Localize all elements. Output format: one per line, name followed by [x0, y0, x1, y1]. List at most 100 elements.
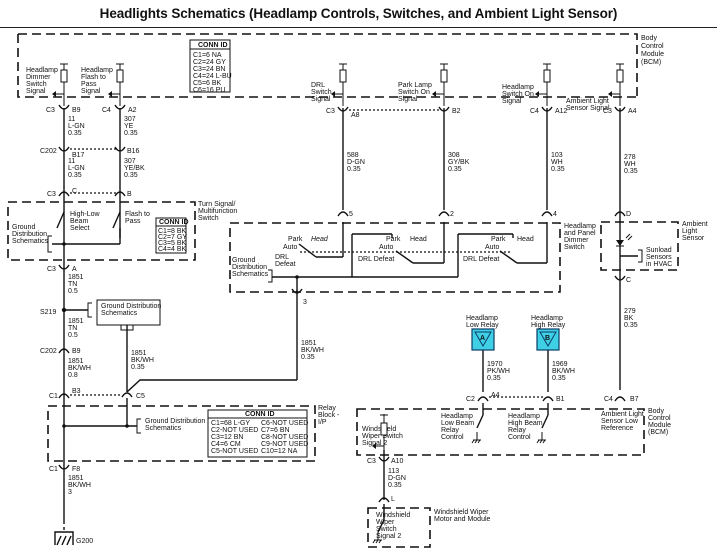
diagram-label: Sunload — [646, 247, 672, 254]
diagram-label: C3 — [47, 191, 56, 198]
connector-pin — [337, 211, 349, 217]
diagram-label: Beam — [70, 218, 88, 225]
diagram-label: Schematics — [101, 310, 138, 317]
diagram-label: C2 — [466, 396, 475, 403]
diagram-label: C5=6 BK — [193, 80, 222, 87]
connector-pin — [58, 191, 70, 197]
diagram-label: 11 — [68, 116, 75, 123]
diagram-label: Motor and Module — [434, 516, 491, 523]
diagram-label: C2=24 GY — [193, 59, 226, 66]
diagram-label: Signal — [26, 88, 46, 95]
diagram-label: C1 — [49, 466, 58, 473]
diagram-label: C4=6 CM — [211, 441, 241, 448]
diagram-label: 308 — [448, 152, 460, 159]
diagram-label: Windshield — [376, 512, 410, 519]
diagram-label: 113 — [388, 468, 399, 475]
diagram-label: B1 — [556, 396, 565, 403]
diagram-label: C3 — [47, 266, 56, 273]
diagram-label: Headlamp — [26, 67, 58, 74]
diagram-label: DRL Defeat — [463, 256, 499, 263]
headlamp-low-relay: Headlamp Low Relay A — [466, 315, 499, 351]
diagram-label: CONN ID — [198, 42, 228, 49]
diagram-label: L — [391, 496, 395, 503]
diagram-label: Ground — [232, 257, 255, 264]
bcm-bottom: Body Control Module (BCM) Windshield Wip… — [356, 403, 671, 456]
diagram-label: Light — [682, 228, 697, 235]
diagram-label: BK/WH — [301, 347, 324, 354]
ground-distribution-box: Ground Distribution Schematics — [61, 299, 161, 331]
diagram-label: YE — [124, 123, 134, 130]
diagram-label: C3 — [326, 108, 335, 115]
diagram-label: Headlamp — [508, 413, 540, 420]
diagram-label: C1 — [49, 393, 58, 400]
diagram-label: Schematics — [12, 238, 49, 245]
diagram-label: Switch — [564, 244, 585, 251]
diagram-label: B — [127, 191, 132, 198]
diagram-label: 1851 — [131, 350, 147, 357]
diagram-label: G200 — [76, 538, 93, 545]
diagram-label: C4 — [102, 107, 111, 114]
diagram-label: C1=8 BK — [158, 228, 187, 235]
diagram-label: Low Beam — [441, 420, 474, 427]
connector-pin — [438, 211, 450, 217]
diagram-label: Wiper Switch — [362, 433, 403, 440]
diagram-label: C6=16 PU — [193, 87, 226, 94]
diagram-label: Distribution — [232, 264, 267, 271]
diagram-label: DRL Defeat — [358, 256, 394, 263]
diagram-label: C3=12 BN — [211, 434, 244, 441]
diagram-label: C4 — [604, 396, 613, 403]
wire-label: 11L-GN0.35 — [68, 116, 85, 137]
diagram-label: 0.8 — [68, 372, 78, 379]
arrow-left-icon — [108, 91, 112, 97]
diagram-label: CONN ID — [159, 219, 189, 226]
photodiode-icon — [616, 240, 624, 246]
diagram-label: Auto — [379, 244, 394, 251]
diagram-label: Control — [641, 43, 664, 50]
arrow-left-icon — [608, 91, 612, 97]
title-divider — [0, 27, 717, 28]
diagram-label: Auto — [283, 244, 298, 251]
bcm-top-conn-id-table: CONN ID C1=6 NA C2=24 GY C3=24 BN C4=24 … — [189, 39, 232, 94]
diagram-label: Signal — [311, 96, 331, 103]
diagram-label: Ambient — [682, 221, 708, 228]
diagram-label: C1=68 L-GY — [211, 420, 250, 427]
diagram-label: D-GN — [347, 159, 365, 166]
wire-label: 11L-GN0.35 — [68, 158, 85, 179]
diagram-label: Headlamp — [441, 413, 473, 420]
diagram-label: C3=5 BK — [158, 240, 187, 247]
diagram-label: Auto — [485, 244, 500, 251]
diagram-label: Defeat — [275, 261, 296, 268]
connector-pin — [58, 464, 70, 470]
diagram-label: Dimmer — [26, 74, 51, 81]
diagram-label: L-GN — [68, 123, 85, 130]
diagram-label: Ground Distribution — [101, 303, 161, 310]
diagram-label: 588 — [347, 152, 359, 159]
diagram-label: 0.35 — [448, 166, 462, 173]
diagram-label: Switch — [376, 526, 397, 533]
diagram-label: Control — [508, 434, 531, 441]
diagram-label: C7=6 BN — [261, 427, 290, 434]
windshield-wiper-module: Windshield Wiper Motor and Module Windsh… — [367, 504, 491, 548]
diagram-label: 2 — [450, 211, 454, 218]
diagram-label: Module — [641, 51, 664, 58]
diagram-label: TN — [68, 325, 77, 332]
diagram-label: GY/BK — [448, 159, 470, 166]
diagram-label: Head — [517, 236, 534, 243]
diagram-label: Head — [410, 236, 427, 243]
diagram-label: C3=24 BN — [193, 66, 226, 73]
ambient-light-sensor: Ambient Light Sensor Sunload Sensors in … — [600, 221, 708, 271]
diagram-label: Switch — [311, 89, 332, 96]
diagram-label: C3 — [367, 458, 376, 465]
chassis-ground-icon — [372, 532, 382, 544]
diagram-label: C6-NOT USED — [261, 420, 308, 427]
diagram-label: (BCM) — [648, 429, 668, 436]
diagram-label: Windshield Wiper — [434, 509, 489, 516]
